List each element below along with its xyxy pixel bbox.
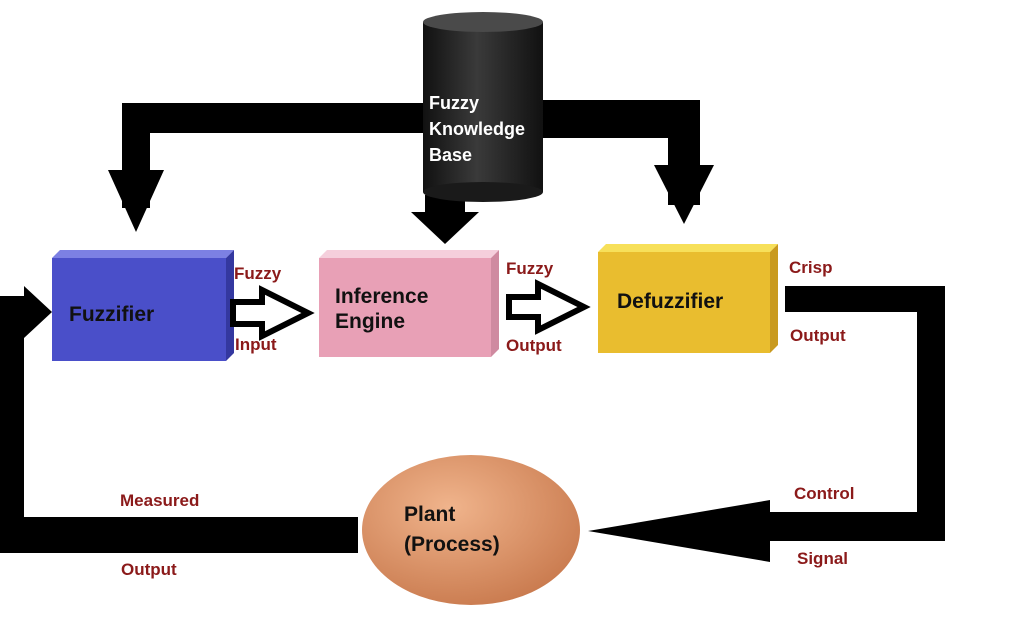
knowledge-base-label: Fuzzy Knowledge Base [429, 90, 525, 168]
fuzzy-input-arrow [230, 285, 315, 341]
fuzzy-input-label-bottom: Input [235, 335, 277, 354]
plant-line1: Plant [404, 503, 456, 526]
inference-engine-line1: Inference [335, 285, 429, 308]
crisp-output-label-bottom: Output [790, 326, 846, 345]
inference-engine-block [319, 250, 499, 357]
crisp-output-label-top: Crisp [789, 258, 833, 277]
measured-output-label-bottom: Output [121, 560, 177, 579]
measured-output-path [0, 286, 358, 553]
plant-line2: (Process) [404, 533, 500, 557]
inference-engine-line2: Engine [335, 310, 406, 334]
fuzzifier-label: Fuzzifier [69, 303, 155, 326]
control-signal-label-top: Control [794, 484, 855, 503]
knowledge-base-cylinder [423, 12, 543, 202]
control-signal-label-bottom: Signal [797, 549, 849, 568]
kb-to-inference-arrow [411, 195, 479, 244]
kb-to-defuzzifier-arrow [540, 100, 714, 224]
defuzzifier-label: Defuzzifier [617, 290, 724, 313]
inference-engine-label: Inference Engine [335, 284, 428, 334]
knowledge-base-line3: Base [429, 145, 473, 166]
knowledge-base-line2: Knowledge [429, 119, 526, 140]
measured-output-label-top: Measured [120, 491, 200, 510]
fuzzifier-block [52, 250, 234, 361]
kb-to-fuzzifier-arrow [108, 103, 432, 232]
fuzzy-output-arrow [506, 279, 591, 335]
fuzzy-output-label-top: Fuzzy [506, 259, 554, 278]
defuzzifier-block [598, 244, 778, 353]
fuzzy-output-label-bottom: Output [506, 336, 562, 355]
fuzzy-input-label-top: Fuzzy [234, 264, 282, 283]
knowledge-base-line1: Fuzzy [429, 93, 480, 113]
control-signal-arrow [588, 500, 945, 562]
plant-label: Plant (Process) [404, 500, 500, 561]
crisp-output-path [785, 286, 945, 541]
plant-ellipse [362, 455, 580, 605]
